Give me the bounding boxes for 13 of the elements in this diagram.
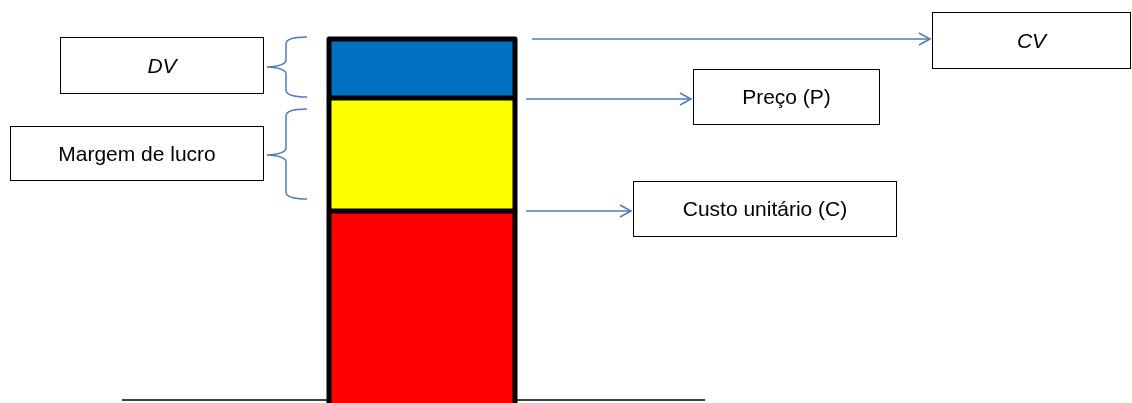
label-box xyxy=(932,12,1131,69)
arrow xyxy=(525,92,692,106)
label-box xyxy=(633,181,897,237)
box-text: Preço (P) xyxy=(742,84,831,111)
label-box xyxy=(693,69,880,125)
box-text: Custo unitário (C) xyxy=(682,196,848,223)
box-text: DV xyxy=(147,52,177,79)
box-text: Margem de lucro xyxy=(58,140,216,167)
label-box xyxy=(10,126,264,181)
box-text: CV xyxy=(1016,27,1047,54)
arrow xyxy=(531,32,931,46)
label-box xyxy=(60,37,264,94)
arrow xyxy=(525,204,632,218)
